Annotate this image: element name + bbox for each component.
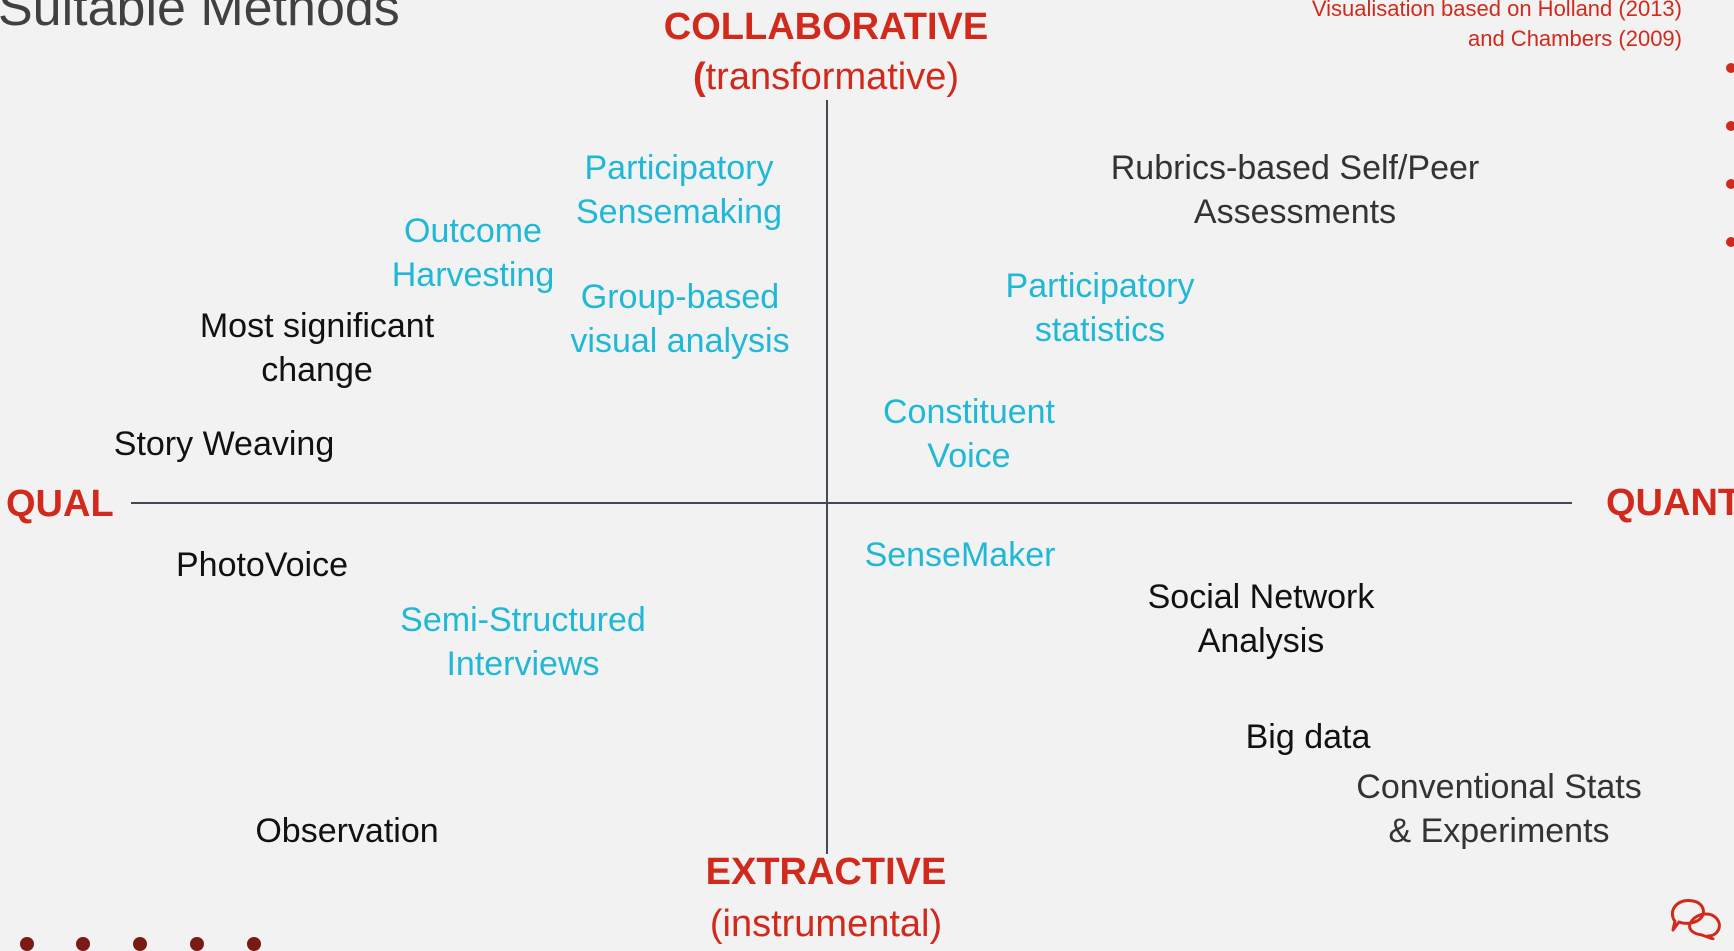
axis-bottom-sub: (instrumental) <box>709 903 943 945</box>
method-big-data: Big data <box>1245 718 1371 756</box>
method-observation: Observation <box>255 812 439 850</box>
axis-top-label: COLLABORATIVE (transformative) <box>664 2 988 102</box>
decorative-dot <box>133 937 147 951</box>
axis-top-sub-text: transformative) <box>705 56 960 98</box>
decorative-dot <box>247 937 261 951</box>
axis-right-label: QUANT <box>1606 482 1734 524</box>
bullet-marker <box>1726 179 1734 189</box>
method-sensemaker: SenseMaker <box>864 536 1056 574</box>
slide-title: Suitable Methods <box>0 0 400 37</box>
method-conventional-stats: Conventional Stats& Experiments <box>1356 768 1642 850</box>
bullet-marker <box>1726 63 1734 73</box>
attribution-line-1: Visualisation based on Holland (2013) <box>1311 0 1682 21</box>
bullet-marker <box>1726 121 1734 131</box>
method-story-weaving: Story Weaving <box>113 425 335 463</box>
axis-left-label: QUAL <box>6 483 114 525</box>
decorative-dot <box>20 937 34 951</box>
attribution-note: Visualisation based on Holland (2013) an… <box>1312 0 1682 54</box>
chat-bubbles-icon <box>1666 894 1724 941</box>
attribution-line-2: and Chambers (2009) <box>1467 26 1682 51</box>
axis-bottom-label: EXTRACTIVE (instrumental) <box>706 846 947 950</box>
decorative-dot <box>190 937 204 951</box>
vertical-axis-line <box>826 100 828 854</box>
method-photovoice: PhotoVoice <box>175 546 349 584</box>
axis-top-main: COLLABORATIVE <box>663 6 989 48</box>
horizontal-axis-line <box>131 502 1572 504</box>
axis-top-sub: (transformative) <box>664 52 988 102</box>
axis-top-paren: ( <box>692 56 706 98</box>
axis-bottom-main: EXTRACTIVE <box>705 851 947 893</box>
bullet-marker <box>1726 237 1734 247</box>
decorative-dot <box>76 937 90 951</box>
